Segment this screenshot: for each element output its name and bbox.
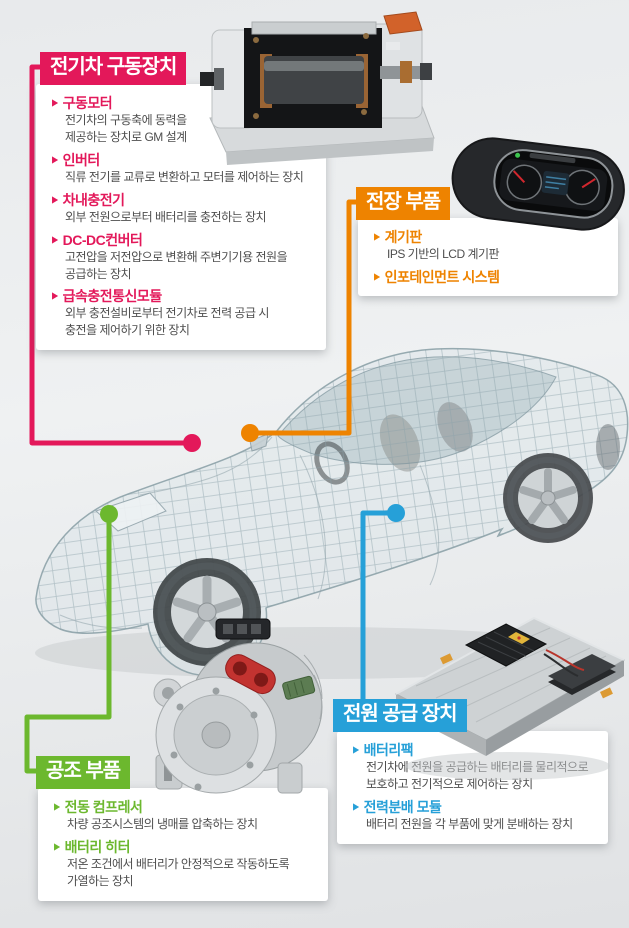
drive-motor-image [200,11,435,165]
item-title: 배터리팩 [363,742,414,758]
item-title: 구동모터 [62,95,113,111]
bullet-triangle-icon: ▶ [52,97,58,108]
item-desc: 배터리 전원을 각 부품에 맞게 분배하는 장치 [366,816,573,831]
list-item: ▶ 배터리 히터 저온 조건에서 배터리가 안정적으로 작동하도록 가열하는 장치 [54,839,318,890]
list-item: ▶ DC-DC컨버터 고전압을 저전압으로 변환해 주변기기용 전원을 공급하는 … [52,232,316,283]
item-desc: 고전압을 저전압으로 변환해 주변기기용 전원을 공급하는 장치 [65,249,288,281]
section-header-power: 전원 공급 장치 [333,699,467,732]
item-desc: 직류 전기를 교류로 변환하고 모터를 제어하는 장치 [65,169,304,184]
item-title: DC-DC컨버터 [62,231,143,248]
item-desc: 저온 조건에서 배터리가 안정적으로 작동하도록 가열하는 장치 [67,856,290,888]
bullet-triangle-icon: ▶ [54,840,60,852]
battery-pack-image [394,616,626,780]
item-title: 인포테인먼트 시스템 [384,268,500,285]
item-title: 전력분배 모듈 [363,798,442,815]
panel-electronics: ▶ 계기판 IPS 기반의 LCD 계기판 ▶ 인포테인먼트 시스템 [358,218,618,296]
item-desc: 차량 공조시스템의 냉매를 압축하는 장치 [67,817,258,831]
item-title: 인버터 [62,151,101,168]
instrument-cluster-image [451,137,625,231]
list-item: ▶ 차내충전기 외부 전원으로부터 배터리를 충전하는 장치 [52,192,316,226]
rear-wheel [503,453,593,543]
bullet-triangle-icon: ▶ [374,231,380,242]
bullet-triangle-icon: ▶ [54,801,60,812]
list-item: ▶ 계기판 IPS 기반의 LCD 계기판 [374,229,608,263]
item-title: 배터리 히터 [64,838,131,855]
item-desc: 외부 전원으로부터 배터리를 충전하는 장치 [65,209,267,224]
list-item: ▶ 전동 컴프레서 차량 공조시스템의 냉매를 압축하는 장치 [54,799,318,833]
compressor-image [153,618,323,794]
item-desc: 외부 충전설비로부터 전기차로 전력 공급 시 충전을 제어하기 위한 장치 [65,306,269,338]
list-item: ▶ 전력분배 모듈 배터리 전원을 각 부품에 맞게 분배하는 장치 [353,799,598,833]
bullet-triangle-icon: ▶ [374,270,380,282]
item-title: 전동 컴프레서 [64,799,143,815]
panel-hvac: ▶ 전동 컴프레서 차량 공조시스템의 냉매를 압축하는 장치 ▶ 배터리 히터 저… [38,788,328,901]
bullet-triangle-icon: ▶ [353,744,359,755]
bullet-triangle-icon: ▶ [52,233,58,245]
list-item: ▶ 급속충전통신모듈 외부 충전설비로부터 전기차로 전력 공급 시 충전을 제어… [52,288,316,339]
bullet-triangle-icon: ▶ [353,800,359,812]
item-title: 차내충전기 [62,191,125,208]
section-header-electronics: 전장 부품 [356,187,451,220]
bullet-triangle-icon: ▶ [52,193,58,205]
list-item: ▶ 인포테인먼트 시스템 [374,269,608,285]
item-title: 계기판 [384,229,423,245]
bullet-triangle-icon: ▶ [52,290,58,302]
item-desc: IPS 기반의 LCD 계기판 [387,247,500,261]
section-header-hvac: 공조 부품 [36,756,131,789]
section-header-drive: 전기차 구동장치 [40,52,187,85]
item-title: 급속충전통신모듈 [62,288,163,305]
bullet-triangle-icon: ▶ [52,153,58,165]
